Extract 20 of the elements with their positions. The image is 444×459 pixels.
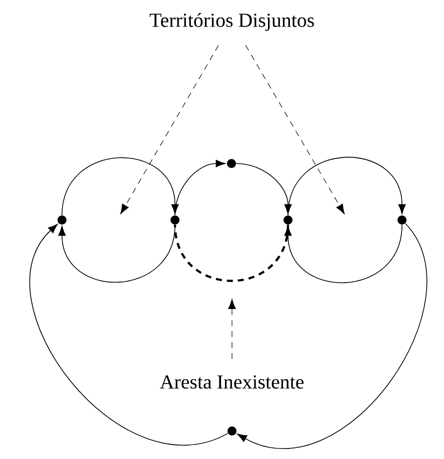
leader-arrow	[245, 45, 345, 214]
diagram-label: Territórios Disjuntos	[150, 12, 314, 32]
arc-arrow	[58, 224, 176, 283]
arc-arrow	[288, 156, 406, 216]
vertex-dot	[170, 216, 180, 224]
arc-arrow	[62, 157, 179, 216]
leader-arrow	[120, 45, 219, 214]
vertex-dot	[398, 216, 406, 224]
arc-arrow	[284, 224, 402, 284]
diagram-label: Aresta Inexistente	[160, 375, 304, 389]
arc-arrow	[236, 163, 292, 214]
arc-arrow	[237, 222, 427, 448]
vertex-dot	[284, 216, 292, 224]
vertex-dot	[58, 216, 66, 224]
arc-arrow	[30, 224, 228, 445]
dashed-arc	[174, 224, 290, 282]
leader-arrow	[228, 298, 236, 360]
vertex-dot	[227, 159, 236, 168]
vertex-dot	[228, 426, 236, 436]
arc-arrow	[174, 160, 226, 216]
